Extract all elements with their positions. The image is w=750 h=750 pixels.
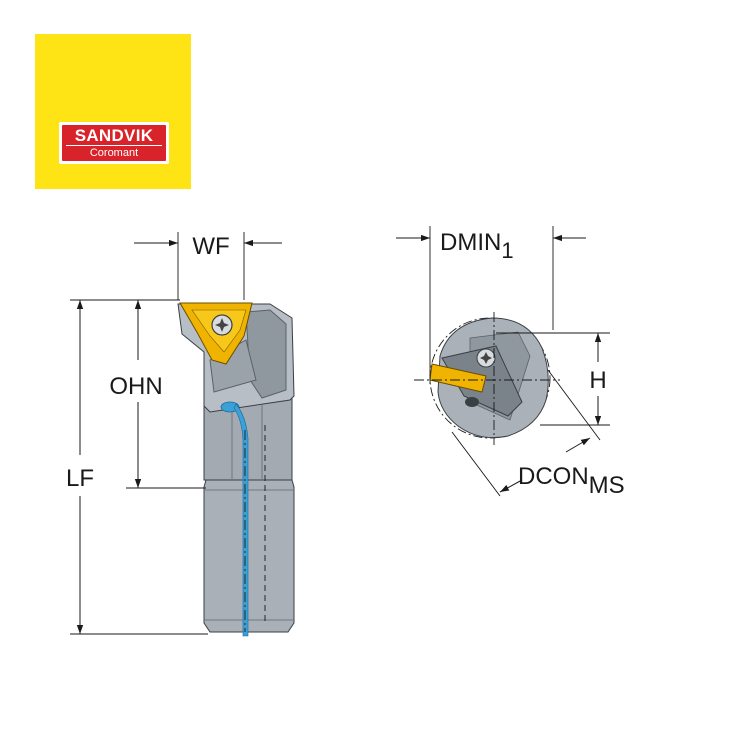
logo-brand-text: SANDVIK bbox=[74, 126, 154, 145]
dmin-subscript: 1 bbox=[501, 238, 513, 263]
h-label: H bbox=[589, 367, 606, 394]
coolant-channel bbox=[233, 403, 249, 637]
logo-plate: SANDVIK Coromant bbox=[59, 122, 169, 164]
end-view-dimensions: DMIN1 H DCONMS bbox=[396, 226, 625, 499]
dcon-main: DCON bbox=[518, 463, 589, 490]
tool-shank bbox=[203, 479, 295, 633]
lf-label: LF bbox=[66, 465, 94, 492]
side-view-tool bbox=[177, 302, 295, 637]
logo-sub-text: Coromant bbox=[89, 147, 139, 159]
end-view-insert bbox=[429, 363, 487, 393]
logo-divider bbox=[66, 145, 162, 146]
dmin-main: DMIN bbox=[440, 229, 501, 256]
dmin-label: DMIN1 bbox=[440, 229, 514, 263]
ohn-label: OHN bbox=[109, 373, 162, 400]
logo-inner: SANDVIK Coromant bbox=[62, 125, 166, 161]
wf-label: WF bbox=[192, 233, 229, 260]
side-view-dimensions: WF OHN LF bbox=[66, 232, 282, 635]
end-view-tool bbox=[414, 312, 560, 445]
dcon-label: DCONMS bbox=[518, 463, 625, 499]
dcon-subscript: MS bbox=[589, 472, 625, 499]
sandvik-logo: SANDVIK Coromant bbox=[35, 34, 191, 189]
